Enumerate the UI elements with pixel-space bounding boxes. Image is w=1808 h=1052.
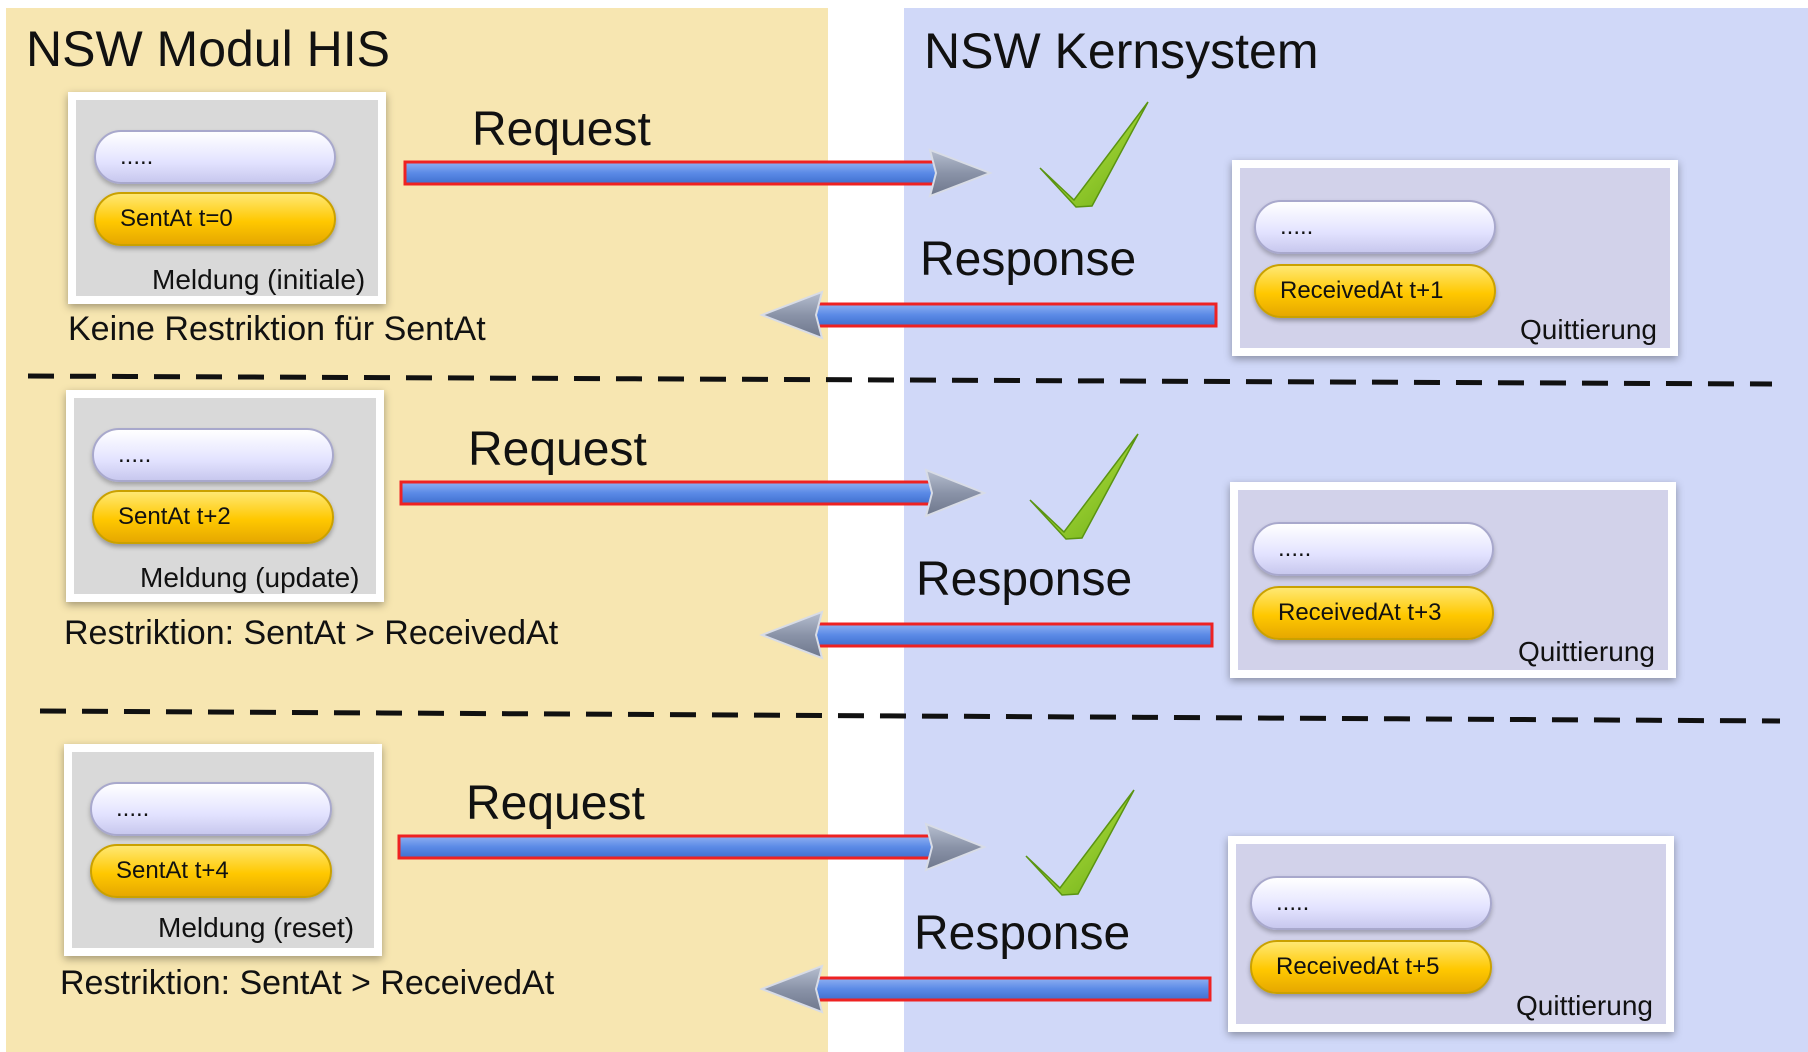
checkmark-icon bbox=[1029, 433, 1139, 540]
message-field-placeholder: ..... bbox=[94, 130, 336, 184]
acknowledgement-box: ..... ReceivedAt t+5 Quittierung bbox=[1228, 836, 1674, 1032]
acknowledgement-box: ..... ReceivedAt t+3 Quittierung bbox=[1230, 482, 1676, 678]
request-label: Request bbox=[466, 777, 645, 830]
request-label: Request bbox=[468, 423, 647, 476]
restriction-note: Keine Restriktion für SentAt bbox=[68, 310, 486, 348]
request-arrow bbox=[403, 148, 993, 198]
message-caption: Meldung (update) bbox=[140, 562, 360, 593]
message-field-placeholder: ..... bbox=[90, 782, 332, 836]
right-panel-title: NSW Kernsystem bbox=[924, 23, 1319, 79]
sentat-field: SentAt t+2 bbox=[92, 490, 334, 544]
left-panel-title: NSW Modul HIS bbox=[26, 21, 390, 77]
checkmark-icon bbox=[1039, 101, 1149, 208]
restriction-note: Restriktion: SentAt > ReceivedAt bbox=[64, 614, 559, 652]
response-arrow bbox=[759, 290, 1218, 340]
row-divider bbox=[39, 708, 1781, 724]
message-box: ..... SentAt t=0 Meldung (initiale) bbox=[68, 92, 386, 304]
response-label: Response bbox=[914, 907, 1131, 960]
response-arrow bbox=[759, 964, 1212, 1014]
acknowledgement-box: ..... ReceivedAt t+1 Quittierung bbox=[1232, 160, 1678, 356]
request-arrow bbox=[399, 468, 987, 518]
ack-caption: Quittierung bbox=[1520, 314, 1657, 345]
response-label: Response bbox=[920, 233, 1137, 286]
message-field-placeholder: ..... bbox=[92, 428, 334, 482]
request-arrow bbox=[397, 822, 987, 872]
message-box: ..... SentAt t+4 Meldung (reset) bbox=[64, 744, 382, 956]
message-box: ..... SentAt t+2 Meldung (update) bbox=[66, 390, 384, 602]
restriction-note: Restriktion: SentAt > ReceivedAt bbox=[60, 964, 555, 1002]
request-label: Request bbox=[472, 103, 651, 156]
message-caption: Meldung (initiale) bbox=[152, 264, 366, 295]
ack-field-placeholder: ..... bbox=[1254, 200, 1496, 254]
ack-caption: Quittierung bbox=[1518, 636, 1655, 667]
ack-field-placeholder: ..... bbox=[1252, 522, 1494, 576]
message-caption: Meldung (reset) bbox=[158, 912, 355, 943]
checkmark-icon bbox=[1025, 789, 1135, 896]
receivedat-field: ReceivedAt t+1 bbox=[1254, 264, 1496, 318]
row-divider bbox=[27, 373, 1773, 387]
ack-field-placeholder: ..... bbox=[1250, 876, 1492, 930]
receivedat-field: ReceivedAt t+3 bbox=[1252, 586, 1494, 640]
ack-caption: Quittierung bbox=[1516, 990, 1653, 1021]
sentat-field: SentAt t=0 bbox=[94, 192, 336, 246]
response-arrow bbox=[759, 610, 1214, 660]
receivedat-field: ReceivedAt t+5 bbox=[1250, 940, 1492, 994]
response-label: Response bbox=[916, 553, 1133, 606]
sentat-field: SentAt t+4 bbox=[90, 844, 332, 898]
